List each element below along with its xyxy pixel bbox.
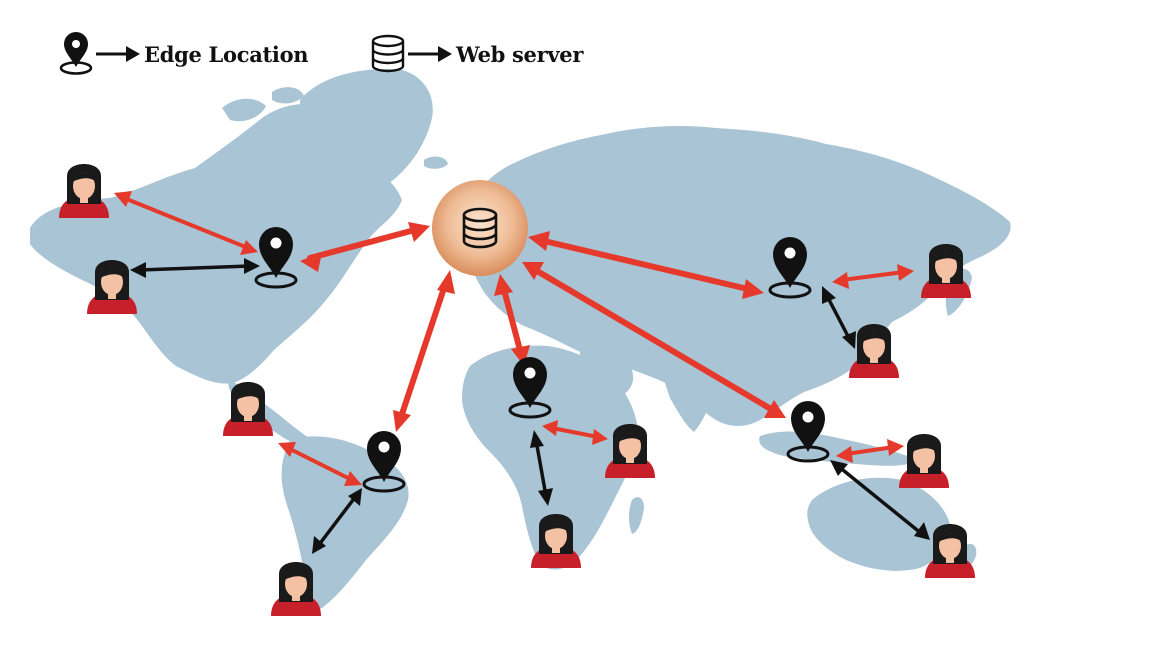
server-glow — [432, 180, 528, 276]
link-server-to-asia-edge — [537, 237, 755, 293]
australia-landmass — [807, 477, 951, 571]
link-server-to-south-america-edge — [397, 279, 449, 423]
legend-web-server-label: Web server — [456, 41, 584, 67]
map-pin-icon — [59, 32, 93, 75]
server-edge-links — [300, 222, 786, 432]
arrow-right-icon — [96, 46, 140, 62]
south-america-landmass — [281, 436, 409, 610]
southeast-asia-islands — [759, 431, 918, 466]
link-server-to-north-america-edge — [307, 225, 425, 261]
world-map — [30, 69, 1011, 610]
legend-edge-location-label: Edge Location — [144, 41, 309, 67]
web-server-node — [432, 180, 528, 276]
database-icon — [371, 34, 405, 73]
link-server-to-africa-edge — [500, 283, 524, 357]
user-north-america-top — [59, 164, 109, 218]
greenland-landmass — [300, 69, 433, 189]
africa-landmass — [462, 345, 639, 570]
legend-web-server: Web server — [368, 32, 583, 76]
arrow-right-icon — [408, 46, 452, 62]
user-edge-links-red — [114, 191, 914, 486]
user-avatar-icon — [59, 164, 109, 218]
link-server-to-southeast-asia-edge — [529, 265, 779, 415]
legend-edge-location: Edge Location — [56, 32, 309, 76]
user-edge-links-black — [130, 258, 930, 554]
north-america-landmass — [30, 104, 402, 384]
